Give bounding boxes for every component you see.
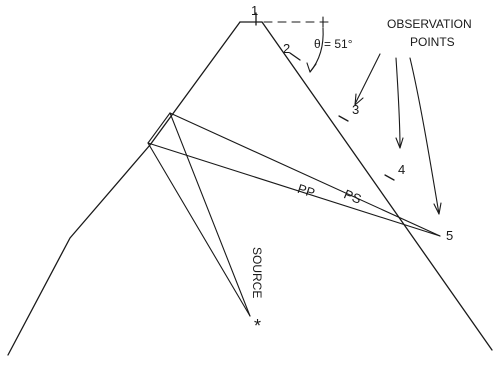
ray-ps [169,112,441,237]
arrow-to-point-5 [409,57,440,215]
arrowhead-point-4 [395,137,404,149]
arrow-to-point-3 [354,53,381,105]
tick-point-3 [338,115,349,122]
angle-arrowhead [306,62,317,73]
observation-points-title-line1: OBSERVATION [387,17,472,31]
ray-source-to-reflection-upper [169,112,251,317]
point-label-5: 5 [446,228,453,243]
observation-points-title-line2: POINTS [410,35,455,49]
arrowhead-point-3 [354,93,364,106]
ray-source-to-reflection-lower [147,142,251,317]
point-label-2: 2 [283,41,290,56]
tick-point-2 [289,52,301,61]
reflection-segment [147,112,171,144]
slope-surface-right [261,21,493,351]
ray-pp [147,142,441,237]
source-marker: * [254,316,261,336]
point-label-4: 4 [398,162,405,177]
slope-surface-left [7,21,241,356]
point-label-3: 3 [352,102,359,117]
tick-point-4 [384,174,395,181]
ray-label-pp: PP [296,181,317,201]
source-label: SOURCE [250,247,264,298]
angle-label: θ = 51° [314,37,353,51]
point-label-1: 1 [251,3,258,18]
arrowhead-point-5 [433,202,442,215]
arrow-to-point-4 [395,57,401,149]
ray-label-ps: PS [342,186,364,207]
